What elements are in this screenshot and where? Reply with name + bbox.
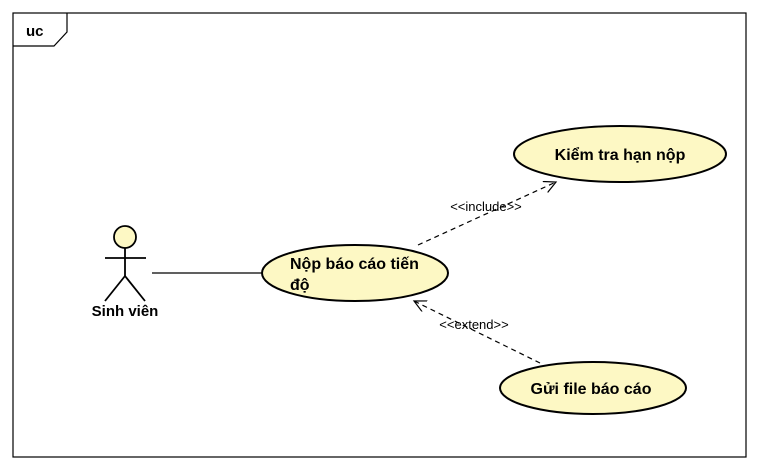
- actor-stick-figure: [104, 225, 146, 302]
- frame-tag-box: [13, 13, 68, 47]
- usecase-check-label: Kiểm tra hạn nộp: [555, 146, 686, 164]
- usecase-check-deadline[interactable]: [513, 125, 727, 183]
- extend-arrow: [414, 301, 541, 364]
- usecase-submit-label-line1: Nộp báo cáo tiến: [290, 256, 419, 273]
- actor-left-leg: [104, 275, 126, 302]
- actor-head: [113, 225, 137, 249]
- extend-label: <<extend>>: [439, 317, 508, 332]
- usecase-send-report-file[interactable]: [499, 361, 687, 415]
- frame-tag: uc: [26, 23, 44, 40]
- include-label: <<include>>: [450, 199, 522, 214]
- usecase-submit-label-line2: độ: [290, 277, 310, 294]
- actor-name: Sinh viên: [92, 303, 159, 320]
- usecase-send-label: Gửi file báo cáo: [531, 381, 652, 398]
- usecase-submit-progress-report[interactable]: [261, 244, 449, 302]
- include-arrow: [417, 182, 556, 246]
- actor-right-leg: [124, 275, 146, 302]
